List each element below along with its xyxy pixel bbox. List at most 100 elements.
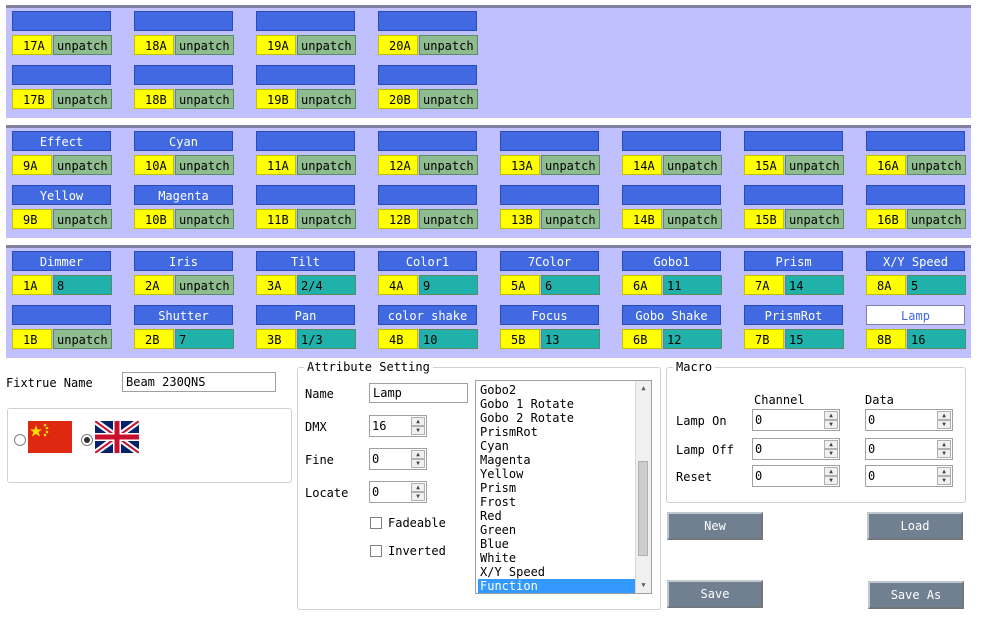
attribute-list-item[interactable]: Green <box>480 523 517 537</box>
save-button[interactable]: Save <box>667 580 763 608</box>
channel-name-button[interactable]: PrismRot <box>744 305 843 325</box>
dmx-spinbox[interactable]: 16 ▲▼ <box>369 415 427 437</box>
spin-down-arrow-icon[interactable]: ▼ <box>937 449 951 458</box>
channel-name-button[interactable]: Lamp <box>866 305 965 325</box>
channel-name-button[interactable]: X/Y Speed <box>866 251 965 271</box>
macro-data-spinbox[interactable]: 0▲▼ <box>865 438 953 460</box>
inverted-checkbox[interactable] <box>370 545 382 557</box>
attribute-list-item[interactable]: Frost <box>480 495 517 509</box>
attribute-list-item[interactable]: Red <box>480 509 502 523</box>
spin-up-arrow-icon[interactable]: ▲ <box>824 440 838 449</box>
attribute-list-item[interactable]: Gobo2 <box>480 383 517 397</box>
fine-spinbox[interactable]: 0 ▲▼ <box>369 448 427 470</box>
spin-up-arrow-icon[interactable]: ▲ <box>937 467 951 476</box>
dmx-up-arrow-icon[interactable]: ▲ <box>411 417 425 426</box>
channel-name-button[interactable] <box>12 11 111 31</box>
channel-name-button[interactable] <box>134 11 233 31</box>
attribute-list-item[interactable]: PrismRot <box>480 425 538 439</box>
load-button[interactable]: Load <box>867 512 963 540</box>
channel-name-button[interactable] <box>744 185 843 205</box>
attribute-list-item[interactable]: Magenta <box>480 453 531 467</box>
channel-name-button[interactable] <box>378 131 477 151</box>
spin-up-arrow-icon[interactable]: ▲ <box>824 411 838 420</box>
channel-name-button[interactable] <box>622 131 721 151</box>
channel-name-button[interactable] <box>378 65 477 85</box>
spin-down-arrow-icon[interactable]: ▼ <box>937 476 951 485</box>
attribute-list-item[interactable]: X/Y Speed <box>480 565 546 579</box>
channel-name-button[interactable]: Shutter <box>134 305 233 325</box>
channel-name-button[interactable]: Effect <box>12 131 111 151</box>
spin-down-arrow-icon[interactable]: ▼ <box>824 449 838 458</box>
channel-name-button[interactable]: 7Color <box>500 251 599 271</box>
channel-name-button[interactable] <box>256 185 355 205</box>
dmx-down-arrow-icon[interactable]: ▼ <box>411 426 425 435</box>
locate-spinbox[interactable]: 0 ▲▼ <box>369 481 427 503</box>
channel-name-button[interactable]: Color1 <box>378 251 477 271</box>
channel-name-button[interactable] <box>866 185 965 205</box>
channel-name-button[interactable]: Yellow <box>12 185 111 205</box>
fadeable-checkbox[interactable] <box>370 517 382 529</box>
spin-down-arrow-icon[interactable]: ▼ <box>824 476 838 485</box>
channel-name-button[interactable]: Pan <box>256 305 355 325</box>
spin-down-arrow-icon[interactable]: ▼ <box>824 420 838 429</box>
save-as-button[interactable]: Save As <box>868 581 964 609</box>
channel-name-button[interactable]: Cyan <box>134 131 233 151</box>
language-uk-radio[interactable] <box>81 434 93 446</box>
channel-name-button[interactable] <box>378 185 477 205</box>
macro-channel-spinbox[interactable]: 0▲▼ <box>752 409 840 431</box>
spin-down-arrow-icon[interactable]: ▼ <box>937 420 951 429</box>
attribute-list-item[interactable]: Cyan <box>480 439 509 453</box>
macro-data-spinbox[interactable]: 0▲▼ <box>865 465 953 487</box>
channel-name-button[interactable]: Dimmer <box>12 251 111 271</box>
channel-name-button[interactable]: Gobo1 <box>622 251 721 271</box>
channel-name-button[interactable] <box>256 131 355 151</box>
macro-channel-spinbox[interactable]: 0▲▼ <box>752 438 840 460</box>
channel-name-button[interactable] <box>256 11 355 31</box>
channel-name-button[interactable]: Tilt <box>256 251 355 271</box>
channel-name-button[interactable] <box>256 65 355 85</box>
channel-name-button[interactable]: color shake <box>378 305 477 325</box>
channel-name-button[interactable] <box>134 65 233 85</box>
channel-name-button[interactable] <box>500 185 599 205</box>
channel-name-button[interactable]: Gobo Shake <box>622 305 721 325</box>
scroll-up-arrow-icon[interactable]: ▲ <box>641 384 646 392</box>
channel-name-button[interactable]: Iris <box>134 251 233 271</box>
fine-down-arrow-icon[interactable]: ▼ <box>411 459 425 468</box>
channel-name-button[interactable] <box>744 131 843 151</box>
channel-name-button[interactable] <box>12 65 111 85</box>
channel-name-button[interactable] <box>378 11 477 31</box>
locate-up-arrow-icon[interactable]: ▲ <box>411 483 425 492</box>
attribute-list-item[interactable]: White <box>480 551 517 565</box>
spin-up-arrow-icon[interactable]: ▲ <box>937 440 951 449</box>
macro-channel-spinbox[interactable]: 0▲▼ <box>752 465 840 487</box>
attribute-list-item[interactable]: Gobo 1 Rotate <box>480 397 574 411</box>
